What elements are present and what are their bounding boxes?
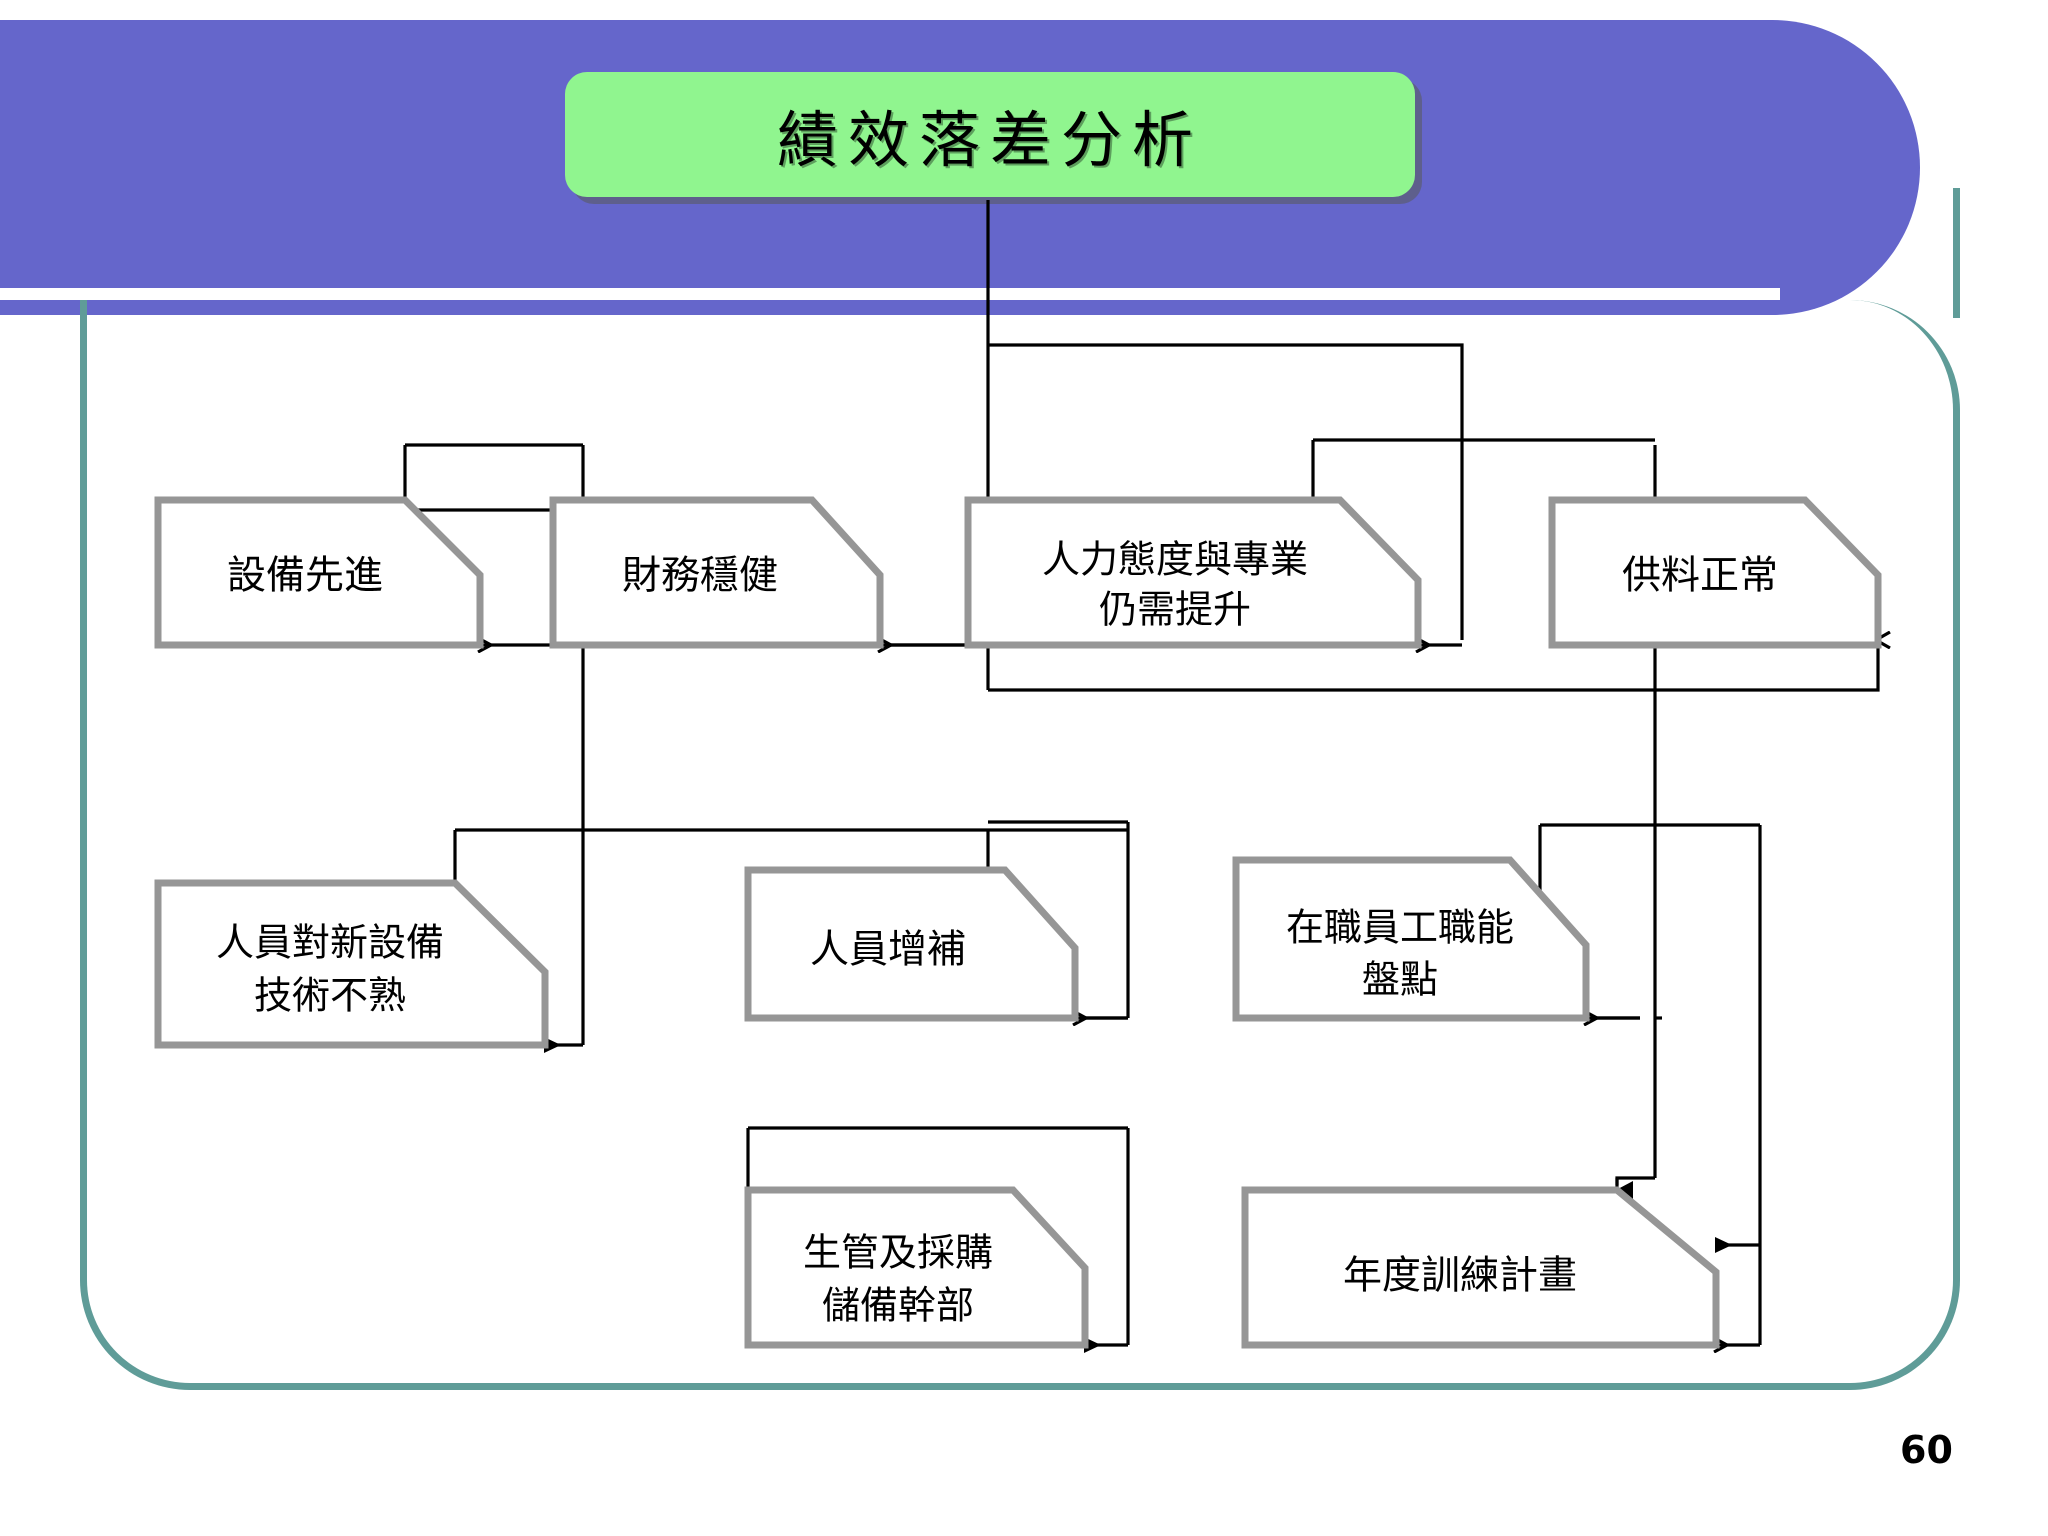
connector-arrow-down-to-training xyxy=(1615,1176,1655,1199)
box-label-equipment-advanced: 設備先進 xyxy=(227,554,383,599)
box-label-annual-training: 年度訓練計畫 xyxy=(1343,1254,1577,1299)
row2-boxes: 人員對新設備 技術不熟 人員增補 在職員工職能 盤點 xyxy=(154,856,1590,1049)
box-label-staff-unfamiliar-line1: 人員對新設備 xyxy=(216,921,444,965)
connector-lines xyxy=(403,200,1878,1353)
box-label-reserve-cadre-line2: 儲備幹部 xyxy=(822,1284,974,1328)
box-supply-normal[interactable]: 供料正常 xyxy=(1548,496,1882,649)
page-number: 60 xyxy=(1900,1428,1953,1472)
box-label-competency-line1: 在職員工職能 xyxy=(1286,906,1514,950)
slide-title-plate: 績效落差分析 xyxy=(565,72,1415,197)
box-competency-inventory[interactable]: 在職員工職能 盤點 xyxy=(1232,856,1590,1022)
box-label-staff-unfamiliar-line2: 技術不熟 xyxy=(254,974,406,1018)
connector-arrow-to-supply xyxy=(988,640,1878,692)
row3-boxes: 生管及採購 儲備幹部 年度訓練計畫 xyxy=(744,1186,1720,1349)
banner-white-stripe xyxy=(0,288,1780,300)
box-equipment-advanced[interactable]: 設備先進 xyxy=(154,496,484,649)
box-label-supply-normal: 供料正常 xyxy=(1622,554,1778,599)
box-hr-attitude[interactable]: 人力態度與專業 仍需提升 xyxy=(964,496,1422,649)
box-label-hr-attitude-line2: 仍需提升 xyxy=(1099,588,1251,632)
box-reserve-cadre[interactable]: 生管及採購 儲備幹部 xyxy=(744,1186,1089,1349)
box-label-staff-replenish: 人員增補 xyxy=(810,928,966,973)
connector-top-manifold xyxy=(988,343,1464,640)
box-finance-sound[interactable]: 財務穩健 xyxy=(549,496,884,649)
box-label-reserve-cadre-line1: 生管及採購 xyxy=(803,1231,993,1275)
box-staff-unfamiliar[interactable]: 人員對新設備 技術不熟 xyxy=(154,879,549,1049)
content-frame-top-right-edge xyxy=(1880,188,1960,318)
page-title: 績效落差分析 xyxy=(776,105,1203,176)
box-annual-training[interactable]: 年度訓練計畫 xyxy=(1241,1186,1720,1349)
box-label-finance-sound: 財務穩健 xyxy=(622,554,778,599)
row1-boxes: 設備先進 財務穩健 人力態度與專業 仍需提升 供料正常 xyxy=(154,496,1882,649)
box-label-hr-attitude-line1: 人力態度與專業 xyxy=(1042,538,1308,582)
box-label-competency-line2: 盤點 xyxy=(1362,958,1438,1002)
box-staff-replenish[interactable]: 人員增補 xyxy=(744,866,1079,1022)
